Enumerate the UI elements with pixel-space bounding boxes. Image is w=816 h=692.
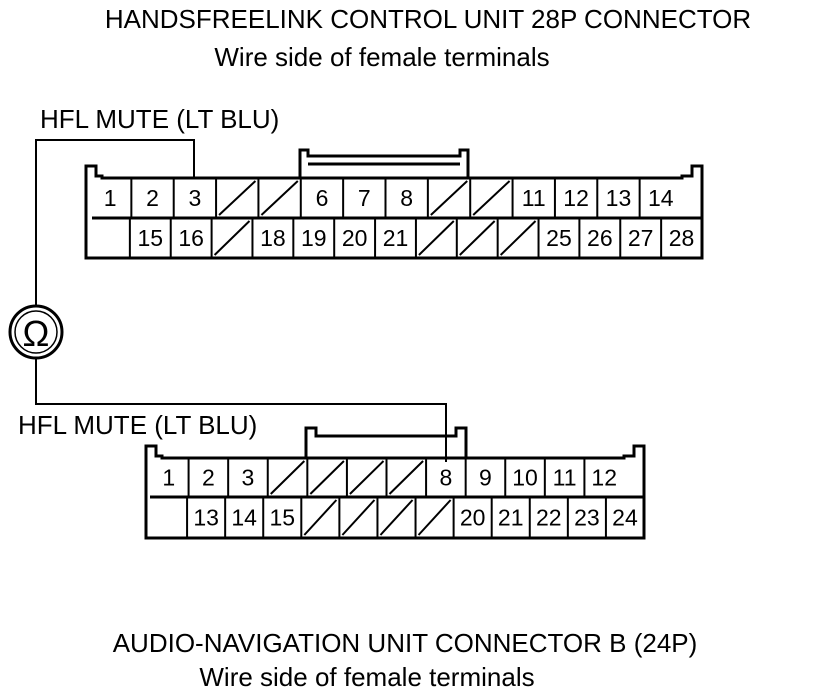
terminal-number: 24: [612, 505, 638, 531]
unused-terminal-slash: [341, 499, 376, 536]
terminal-number: 13: [606, 185, 632, 211]
terminal-number: 21: [383, 225, 409, 251]
terminal-number: 20: [342, 225, 368, 251]
unused-terminal-slash: [260, 180, 299, 216]
unused-terminal-slash: [388, 460, 424, 495]
unused-terminal-slash: [213, 220, 251, 256]
unused-terminal-slash: [417, 499, 452, 536]
unused-terminal-slash: [499, 220, 537, 256]
unused-terminal-slash: [459, 220, 496, 256]
terminal-number: 21: [498, 505, 524, 531]
terminal-number: 8: [400, 185, 413, 211]
top-connector-title: HANDSFREELINK CONTROL UNIT 28P CONNECTOR: [105, 4, 751, 34]
terminal-number: 14: [231, 505, 257, 531]
bottom-wire-label: HFL MUTE (LT BLU): [18, 410, 257, 440]
terminal-number: 7: [358, 185, 371, 211]
terminal-number: 26: [587, 225, 613, 251]
terminal-number: 22: [536, 505, 562, 531]
bottom-connector-subtitle: Wire side of female terminals: [199, 662, 534, 692]
terminal-number: 3: [188, 185, 201, 211]
terminal-number: 2: [146, 185, 159, 211]
unused-terminal-slash: [303, 499, 338, 536]
top-connector: [84, 148, 704, 260]
ohm-symbol: Ω: [23, 313, 50, 354]
terminal-number: 14: [648, 185, 674, 211]
unused-terminal-slash: [349, 460, 385, 495]
bottom-connector-title: AUDIO-NAVIGATION UNIT CONNECTOR B (24P): [113, 628, 698, 658]
terminal-number: 9: [479, 465, 492, 491]
unused-terminal-slash: [418, 220, 455, 256]
terminal-number: 11: [553, 465, 577, 491]
terminal-number: 12: [591, 465, 617, 491]
top-wire-label: HFL MUTE (LT BLU): [40, 104, 279, 134]
terminal-number: 20: [460, 505, 486, 531]
terminal-number: 1: [162, 465, 175, 491]
terminal-number: 15: [269, 505, 295, 531]
unused-terminal-slash: [309, 460, 345, 495]
terminal-number: 8: [439, 465, 452, 491]
terminal-number: 6: [316, 185, 329, 211]
ohmmeter-icon: Ω: [8, 304, 64, 360]
terminal-number: 10: [512, 465, 538, 491]
unused-terminal-slash: [430, 180, 468, 216]
terminal-number: 13: [193, 505, 219, 531]
terminal-number: 19: [301, 225, 327, 251]
terminal-number: 15: [138, 225, 164, 251]
terminal-number: 25: [546, 225, 572, 251]
unused-terminal-slash: [379, 499, 414, 536]
terminal-number: 28: [669, 225, 695, 251]
terminal-number: 18: [260, 225, 286, 251]
terminal-number: 1: [104, 185, 117, 211]
terminal-number: 27: [628, 225, 654, 251]
terminal-number: 3: [242, 465, 255, 491]
terminal-number: 11: [522, 185, 546, 211]
terminal-number: 23: [574, 505, 600, 531]
terminal-number: 12: [563, 185, 589, 211]
unused-terminal-slash: [472, 180, 511, 216]
terminal-number: 2: [202, 465, 215, 491]
unused-terminal-slash: [218, 180, 257, 216]
top-connector-subtitle: Wire side of female terminals: [214, 42, 549, 72]
terminal-number: 16: [178, 225, 204, 251]
bottom-connector: [144, 426, 646, 540]
unused-terminal-slash: [270, 460, 306, 495]
test-wire: [35, 139, 447, 462]
